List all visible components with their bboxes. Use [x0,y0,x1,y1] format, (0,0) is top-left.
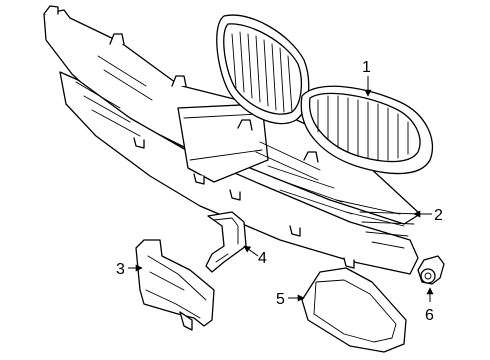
kidney-grille [216,14,434,175]
callout-5: 5 [276,291,305,308]
bracket [205,211,247,273]
callout-number: 3 [116,261,125,278]
trim-cover [301,267,407,353]
callout-2: 2 [413,207,443,224]
callout-number: 4 [258,250,267,267]
callout-1: 1 [362,59,372,97]
callout-4: 4 [243,245,267,267]
callout-number: 1 [362,59,371,76]
callout-number: 6 [425,307,434,324]
callout-3: 3 [116,261,143,278]
callout-number: 2 [434,207,443,224]
air-duct-left [135,239,215,331]
sensor [417,255,445,285]
callout-6: 6 [425,287,434,324]
callout-number: 5 [276,291,285,308]
